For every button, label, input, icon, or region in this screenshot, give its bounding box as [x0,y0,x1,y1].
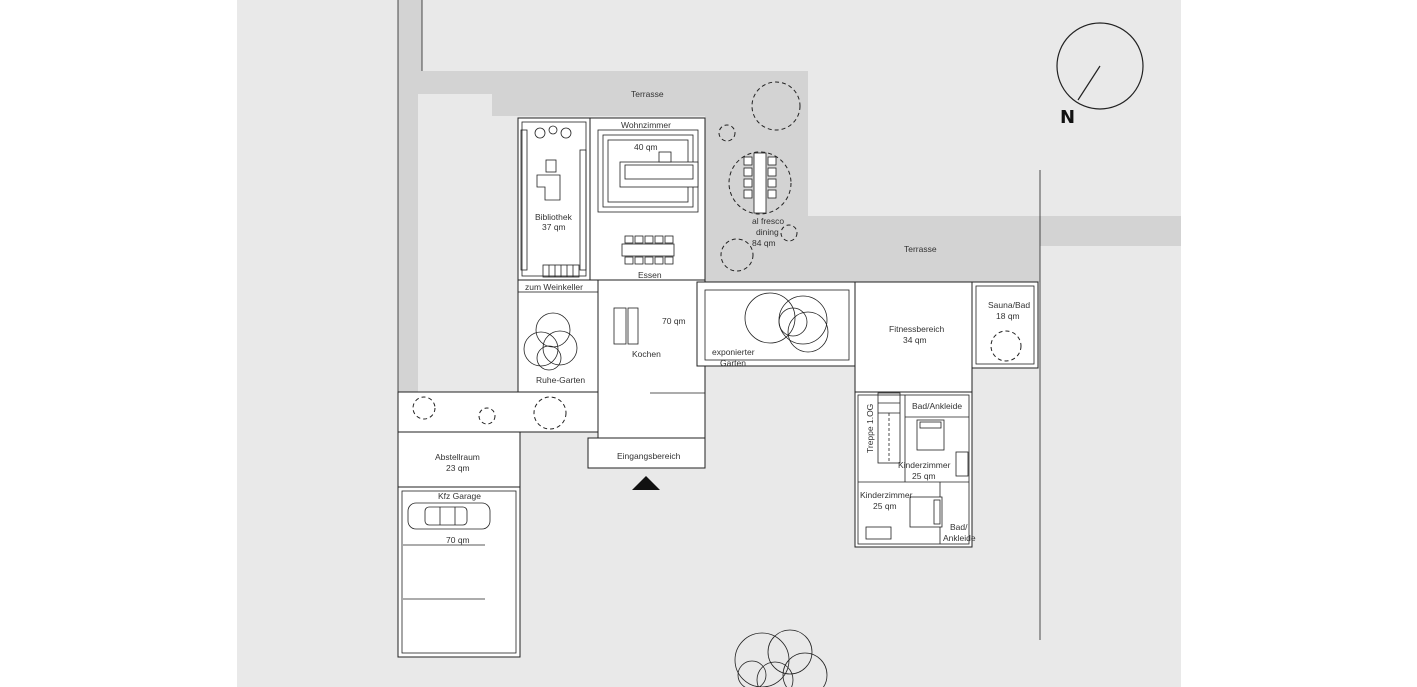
terrace-paving [398,0,1181,282]
entrance-arrow [632,476,660,490]
label-alfresco-1: al fresco [752,216,784,226]
label-abstell-area: 23 qm [446,463,470,473]
label-bad-ankleide: Bad/Ankleide [912,401,962,411]
label-bad2-1: Bad/ [950,522,968,532]
label-treppe: Treppe 1.OG [865,404,875,453]
label-abstell: Abstellraum [435,452,480,462]
dining-table [621,243,675,257]
label-fitness: Fitnessbereich [889,324,945,334]
path-west [398,94,418,392]
label-kinder1-area: 25 qm [912,471,936,481]
room-exponierter-garten [696,281,856,367]
room-abstellraum [397,431,521,488]
label-exponierter-1: exponierter [712,347,755,357]
alfresco-area [718,81,801,272]
label-garage-area: 70 qm [446,535,470,545]
room-fitness [854,281,973,393]
tree-cluster [734,629,828,687]
label-eingang: Eingangsbereich [617,451,681,461]
label-ruhegarten: Ruhe-Garten [536,375,585,385]
room-sauna [971,281,1039,369]
label-kinder2: Kinderzimmer [860,490,913,500]
label-kochen: Kochen [632,349,661,359]
label-bibliothek-area: 37 qm [542,222,566,232]
room-ruhegarten [517,279,599,393]
gallery-corridor [397,391,599,433]
label-exponierter-2: Garten [720,358,746,368]
label-sauna-area: 18 qm [996,311,1020,321]
ruhe-trees [523,312,578,371]
label-terrasse-east: Terrasse [904,244,937,254]
label-kinder2-area: 25 qm [873,501,897,511]
compass-label: N [1060,107,1075,128]
label-essen: Essen [638,270,662,280]
car-icon [407,502,491,530]
shelves [520,129,587,271]
label-wohnzimmer: Wohnzimmer [621,120,671,130]
stair-1og [877,392,901,464]
label-wohnzimmer-area: 40 qm [634,142,658,152]
label-alfresco-area: 84 qm [752,238,776,248]
label-kinder1: Kinderzimmer [898,460,951,470]
label-terrasse-north: Terrasse [631,89,664,99]
label-bibliothek: Bibliothek [535,212,573,222]
label-bad2-2: Ankleide [943,533,976,543]
label-kochen-area: 70 qm [662,316,686,326]
label-garage: Kfz Garage [438,491,481,501]
compass-icon [1056,22,1144,110]
room-eingang [587,437,706,469]
garden-trees [744,292,829,353]
label-weinkeller: zum Weinkeller [525,282,583,292]
room-kochen [597,279,706,439]
label-fitness-area: 34 qm [903,335,927,345]
chairs [624,235,674,265]
label-alfresco-2: dining [756,227,779,237]
label-sauna: Sauna/Bad [988,300,1030,310]
